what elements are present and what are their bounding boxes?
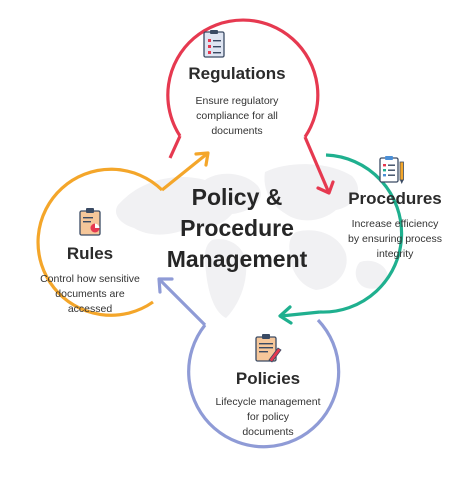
procedures-desc-line-3: integrity bbox=[376, 248, 414, 260]
regulations-desc-line-2: compliance for all bbox=[196, 110, 278, 122]
rules-description: Control how sensitive documents are acce… bbox=[20, 272, 160, 317]
policies-desc-line-1: Lifecycle management bbox=[215, 396, 321, 408]
procedures-arrow-line bbox=[280, 310, 321, 318]
policies-desc-line-3: documents bbox=[242, 426, 294, 438]
regulations-title: Regulations bbox=[188, 64, 286, 83]
world-map-background bbox=[115, 164, 388, 318]
regulations-description: Ensure regulatory compliance for all doc… bbox=[152, 94, 322, 139]
procedures-ring bbox=[319, 153, 404, 314]
rules-arrowhead bbox=[194, 151, 210, 167]
regulations-arrow-line bbox=[303, 136, 331, 194]
rules-desc-line-2: documents are bbox=[55, 288, 125, 300]
policies-desc-line-2: for policy bbox=[246, 411, 289, 423]
regulations-desc-line-1: Ensure regulatory bbox=[195, 95, 279, 107]
checklist-icon bbox=[203, 30, 225, 58]
rules-ring bbox=[36, 167, 164, 317]
rules-desc-line-1: Control how sensitive bbox=[40, 273, 140, 285]
center-title-line-3: Management bbox=[166, 246, 308, 272]
policies-ring bbox=[187, 318, 341, 449]
clipboard-chart-icon bbox=[79, 208, 101, 236]
procedures-desc-line-2: by ensuring process bbox=[348, 233, 442, 245]
policies-description: Lifecycle management for policy document… bbox=[178, 395, 358, 440]
procedures-description: Increase efficiency by ensuring process … bbox=[325, 217, 465, 262]
policies-arrow-line bbox=[158, 278, 207, 327]
clipboard-pencil-icon bbox=[255, 334, 282, 363]
procedures-desc-line-1: Increase efficiency bbox=[351, 218, 439, 230]
rules-desc-line-3: accessed bbox=[67, 303, 113, 315]
regulations-tail bbox=[168, 135, 182, 159]
rules-title: Rules bbox=[66, 244, 114, 263]
procedures-arrowhead bbox=[278, 305, 293, 325]
regulations-ring bbox=[166, 18, 320, 138]
regulations-desc-line-3: documents bbox=[211, 125, 263, 137]
rules-arrow-line bbox=[160, 151, 210, 192]
clipboard-list-icon bbox=[379, 156, 404, 184]
policies-title: Policies bbox=[235, 369, 301, 388]
center-title-line-1: Policy & bbox=[191, 184, 283, 210]
procedures-title: Procedures bbox=[348, 189, 442, 208]
regulations-arrowhead bbox=[316, 180, 335, 195]
policies-arrowhead bbox=[157, 277, 174, 294]
center-title-line-2: Procedure bbox=[180, 215, 294, 241]
